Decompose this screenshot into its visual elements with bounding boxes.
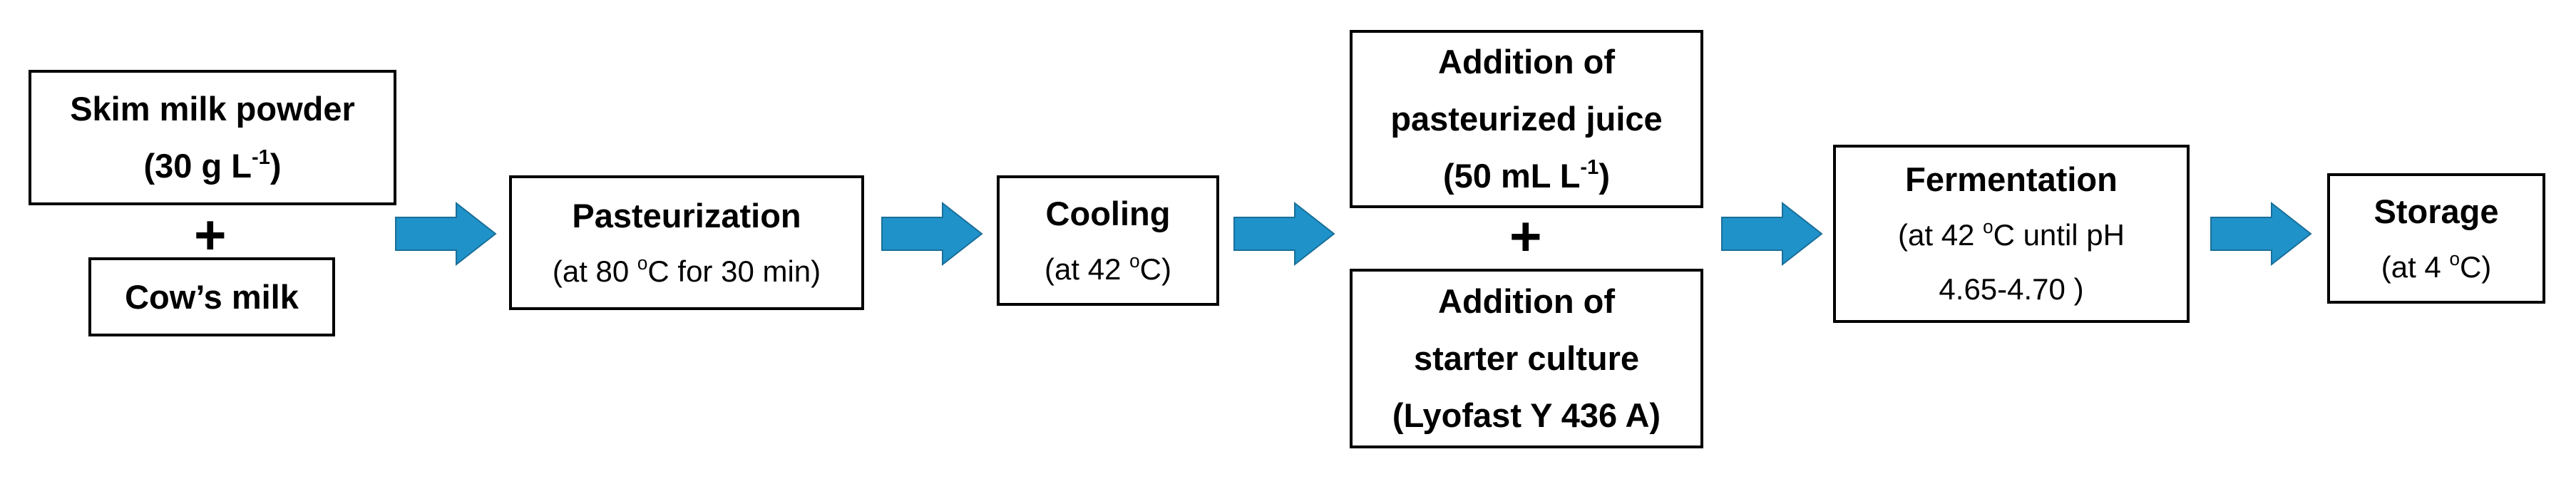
- arrow-right-icon: [881, 201, 983, 267]
- arrow-right-icon: [395, 201, 497, 267]
- fermentation-title: Fermentation: [1905, 160, 2118, 198]
- cooling-detail: (at 42 oC): [1045, 249, 1171, 286]
- skim-milk-powder-box: Skim milk powder (30 g L-1): [29, 70, 396, 205]
- pasteurized-juice-amount: (50 mL L-1): [1443, 156, 1610, 195]
- starter-culture-line2: starter culture: [1413, 339, 1640, 377]
- cooling-box: Cooling (at 42 oC): [997, 175, 1219, 306]
- skim-milk-powder-title: Skim milk powder: [70, 90, 355, 128]
- storage-title: Storage: [2374, 192, 2499, 230]
- cooling-title: Cooling: [1045, 194, 1171, 232]
- storage-detail: (at 4 oC): [2381, 247, 2492, 284]
- pasteurized-juice-line1: Addition of: [1438, 43, 1615, 81]
- plus-sign-additions: +: [1509, 205, 1542, 267]
- pasteurization-box: Pasteurization (at 80 oC for 30 min): [509, 175, 864, 310]
- cows-milk-label: Cow’s milk: [125, 277, 299, 316]
- pasteurization-title: Pasteurization: [572, 196, 801, 235]
- pasteurized-juice-line2: pasteurized juice: [1390, 100, 1663, 138]
- starter-culture-box: Addition of starter culture (Lyofast Y 4…: [1350, 269, 1703, 448]
- starter-culture-strain: (Lyofast Y 436 A): [1392, 396, 1661, 434]
- fermentation-box: Fermentation (at 42 oC until pH 4.65-4.7…: [1833, 145, 2190, 323]
- skim-milk-powder-amount: (30 g L-1): [143, 146, 282, 185]
- plus-sign-milk: +: [194, 203, 227, 266]
- fermentation-detail-line2: 4.65-4.70 ): [1939, 272, 2084, 306]
- starter-culture-line1: Addition of: [1438, 282, 1615, 320]
- pasteurized-juice-box: Addition of pasteurized juice (50 mL L-1…: [1350, 30, 1703, 208]
- fermentation-detail-line1: (at 42 oC until pH: [1898, 216, 2125, 252]
- arrow-right-icon: [1721, 201, 1823, 267]
- pasteurization-detail: (at 80 oC for 30 min): [552, 252, 821, 288]
- arrow-right-icon: [1233, 201, 1335, 267]
- storage-box: Storage (at 4 oC): [2327, 173, 2545, 304]
- cows-milk-box: Cow’s milk: [88, 257, 335, 336]
- arrow-right-icon: [2210, 201, 2312, 267]
